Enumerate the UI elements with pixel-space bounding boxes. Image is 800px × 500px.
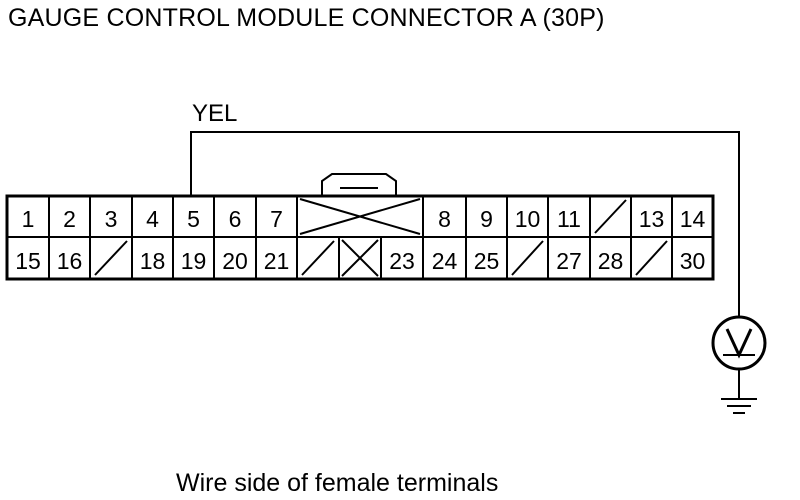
terminal-7: 7 [255, 195, 298, 238]
terminal-number: 1 [22, 206, 35, 232]
wire-color-label: YEL [192, 100, 237, 127]
terminal-empty [296, 236, 340, 280]
voltmeter-icon [711, 315, 767, 371]
terminal-10: 10 [506, 195, 549, 238]
terminal-number: 7 [270, 206, 283, 232]
terminal-number: 28 [598, 248, 624, 274]
terminal-24: 24 [422, 236, 467, 280]
terminal-4: 4 [131, 195, 174, 238]
terminal-21: 21 [255, 236, 298, 280]
terminal-empty [589, 195, 632, 238]
terminal-number: 5 [187, 206, 200, 232]
terminal-number: 4 [146, 206, 159, 232]
terminal-9: 9 [465, 195, 508, 238]
terminal-2: 2 [48, 195, 91, 238]
terminal-number: 21 [264, 248, 290, 274]
terminal-19: 19 [172, 236, 215, 280]
terminal-number: 14 [680, 206, 706, 232]
terminal-number: 9 [480, 206, 493, 232]
terminal-empty [630, 236, 673, 280]
terminal-number: 8 [438, 206, 451, 232]
terminal-11: 11 [547, 195, 591, 238]
terminal-23: 23 [380, 236, 424, 280]
terminal-30: 30 [671, 236, 714, 280]
terminal-number: 19 [181, 248, 207, 274]
connector-row-2: 15 16 18 19 20 21 23 24 25 27 28 30 [6, 236, 714, 280]
connector-row-1: 1 2 3 4 5 6 7 8 9 10 11 13 14 [6, 195, 714, 238]
terminal-13: 13 [630, 195, 673, 238]
terminal-16: 16 [48, 236, 91, 280]
connector-lock-tab [321, 173, 397, 196]
empty-cavity-slash [635, 240, 668, 276]
empty-cavity-slash [301, 240, 335, 276]
terminal-number: 24 [432, 248, 458, 274]
terminal-20: 20 [213, 236, 257, 280]
yel-wire [190, 131, 740, 319]
terminal-5: 5 [172, 195, 215, 238]
terminal-number: 3 [105, 206, 118, 232]
empty-cavity-slash [594, 199, 627, 234]
terminal-8: 8 [422, 195, 467, 238]
terminal-blocked [296, 195, 424, 238]
terminal-25: 25 [465, 236, 508, 280]
blocked-cavity-cross [299, 198, 421, 235]
terminal-28: 28 [589, 236, 632, 280]
diagram-caption: Wire side of female terminals [176, 469, 499, 497]
blocked-cavity-cross [341, 239, 379, 277]
terminal-1: 1 [6, 195, 50, 238]
terminal-empty [506, 236, 549, 280]
terminal-number: 13 [639, 206, 665, 232]
terminal-number: 27 [556, 248, 582, 274]
terminal-number: 18 [140, 248, 166, 274]
terminal-15: 15 [6, 236, 50, 280]
ground-icon [721, 398, 757, 414]
diagram-title: GAUGE CONTROL MODULE CONNECTOR A (30P) [8, 4, 605, 32]
terminal-18: 18 [131, 236, 174, 280]
terminal-14: 14 [671, 195, 714, 238]
empty-cavity-slash [94, 240, 128, 276]
terminal-number: 25 [474, 248, 500, 274]
terminal-number: 30 [680, 248, 706, 274]
terminal-empty [89, 236, 133, 280]
terminal-blocked [338, 236, 382, 280]
terminal-number: 20 [222, 248, 248, 274]
terminal-number: 15 [15, 248, 41, 274]
terminal-number: 10 [515, 206, 541, 232]
terminal-27: 27 [547, 236, 591, 280]
terminal-3: 3 [89, 195, 133, 238]
empty-cavity-slash [511, 240, 544, 276]
terminal-number: 6 [229, 206, 242, 232]
terminal-number: 16 [57, 248, 83, 274]
terminal-number: 11 [557, 206, 581, 232]
terminal-6: 6 [213, 195, 257, 238]
terminal-number: 23 [389, 248, 415, 274]
terminal-number: 2 [63, 206, 76, 232]
